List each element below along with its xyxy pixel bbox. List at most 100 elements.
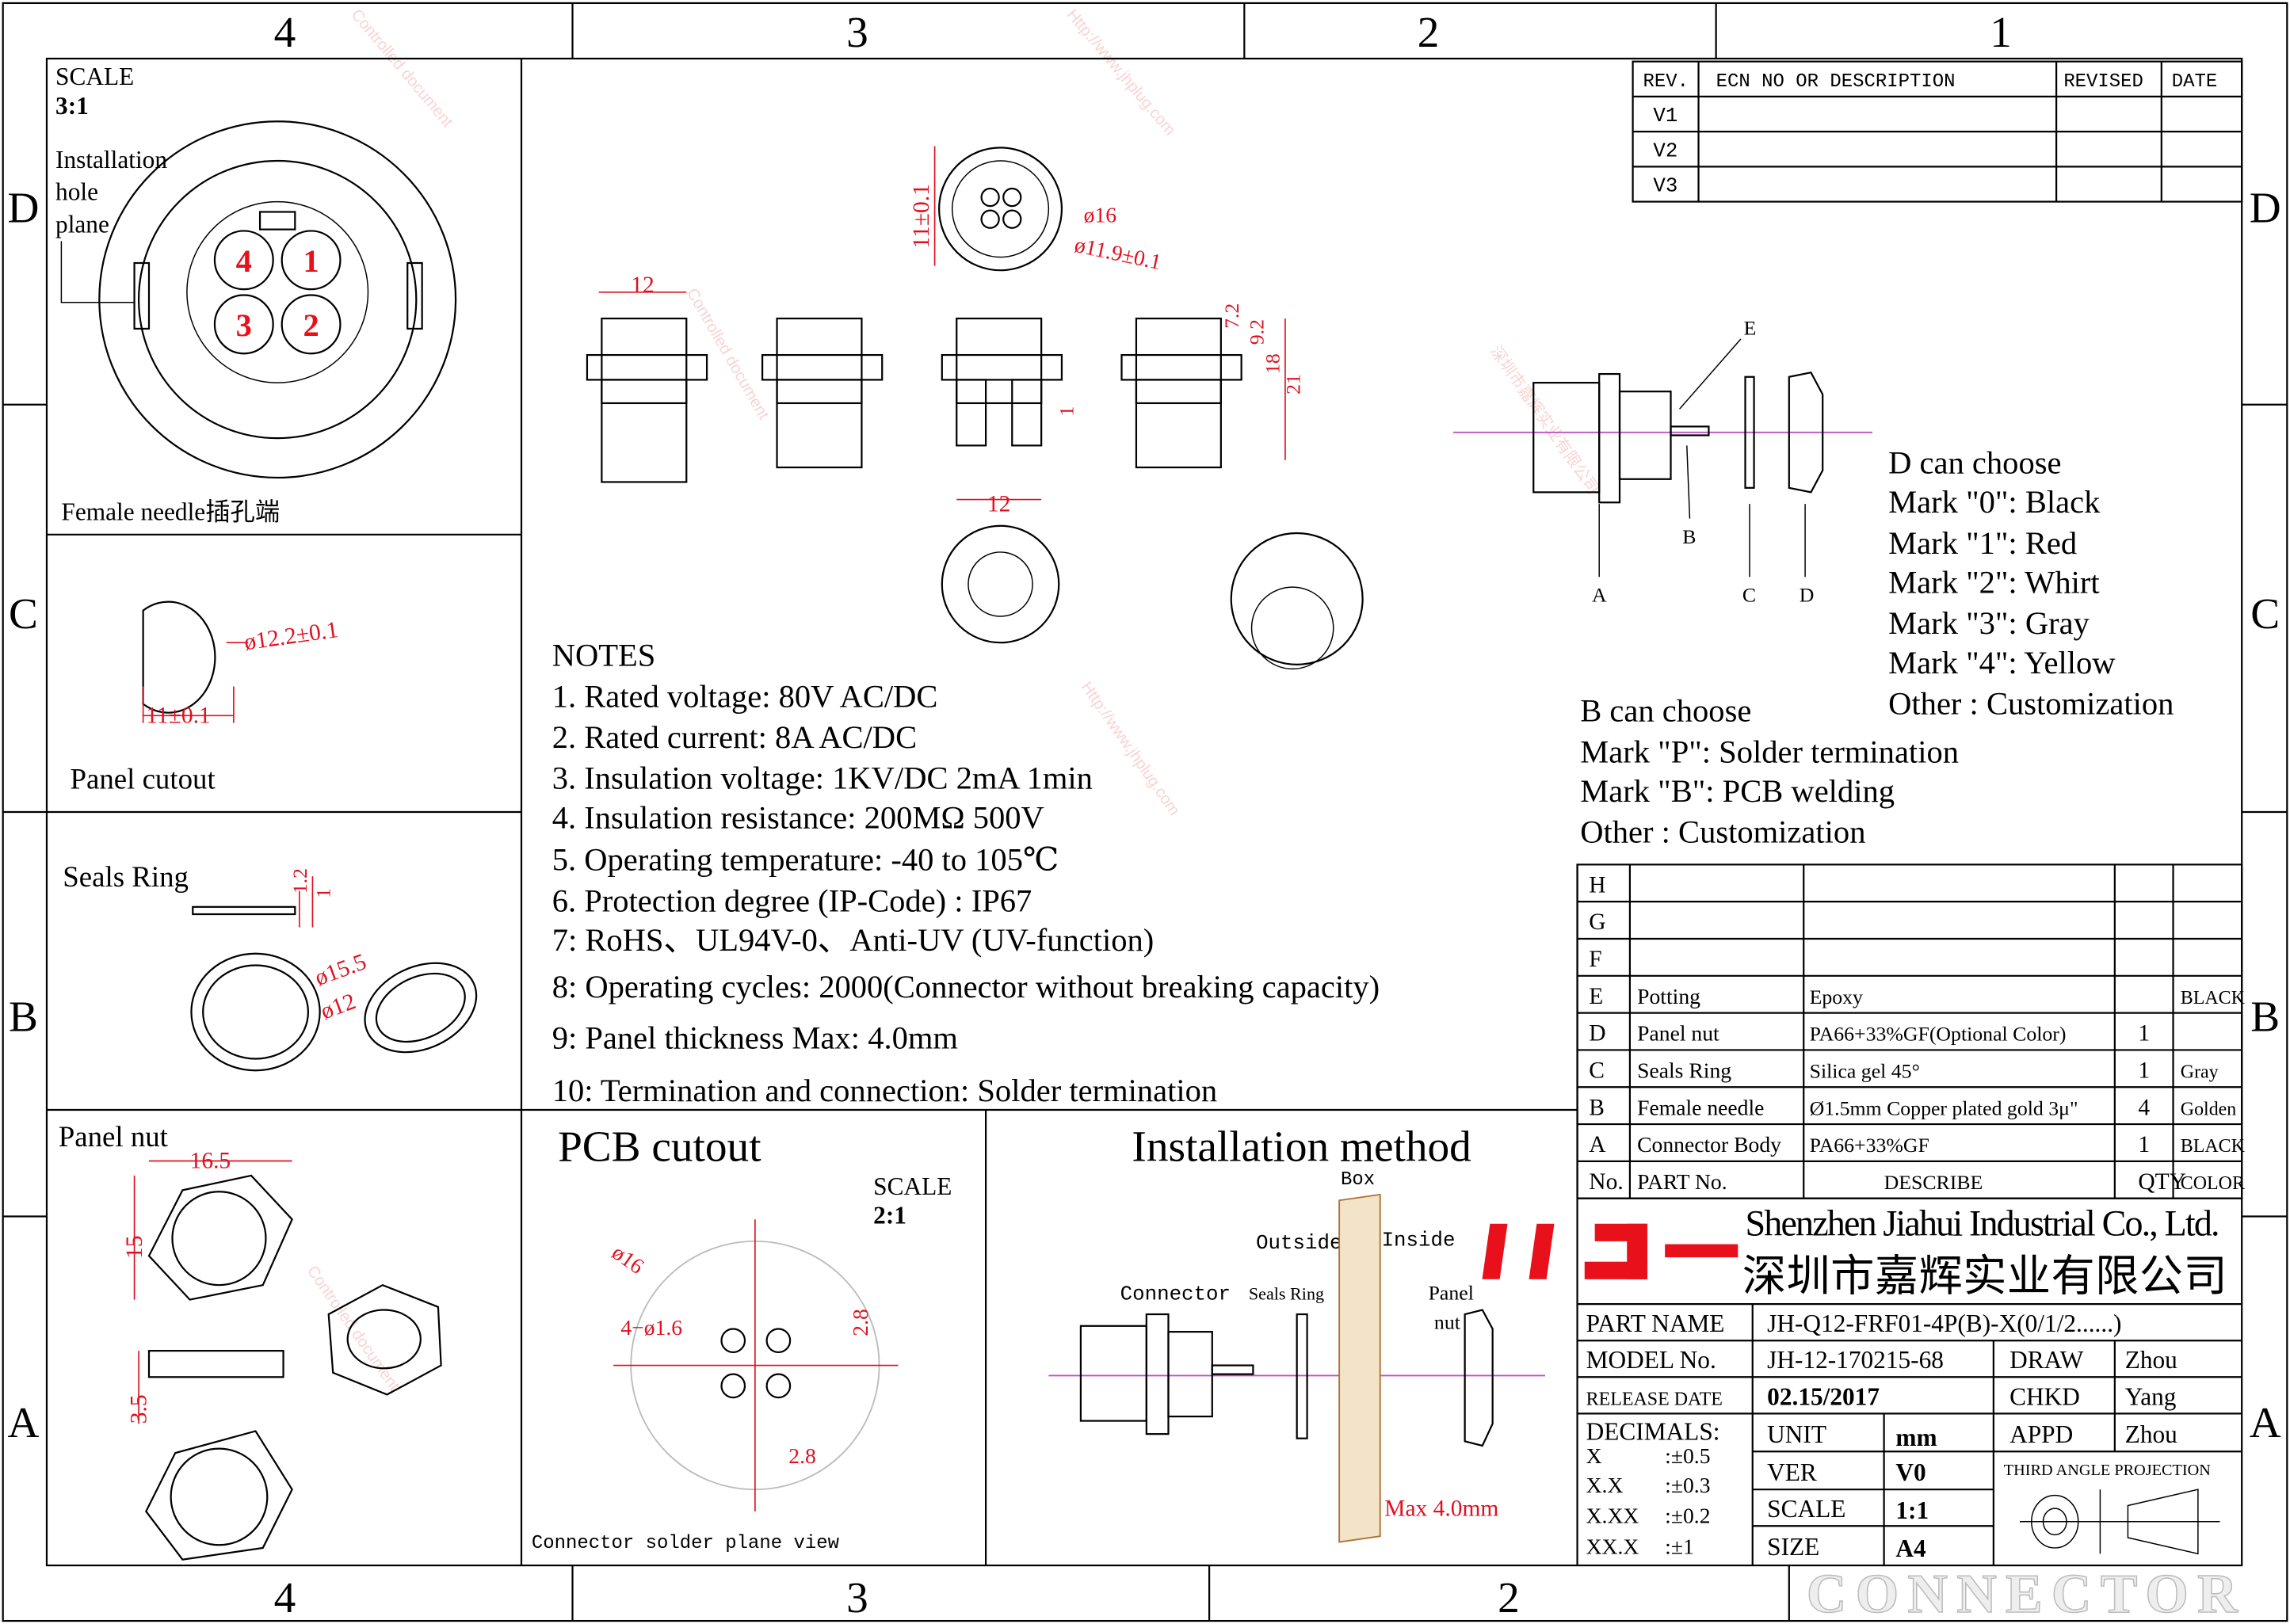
hole-label: hole	[55, 178, 98, 206]
note: 2. Rated current: 8A AC/DC	[552, 719, 917, 755]
dim: 21	[1281, 374, 1304, 395]
bom-cell: A	[1589, 1132, 1606, 1157]
dim-width: 16.5	[190, 1149, 231, 1174]
zone-label: 2	[1498, 1573, 1520, 1622]
rev-cell: V1	[1653, 105, 1677, 128]
zone-label: B	[2250, 992, 2280, 1040]
dim-height: 15	[122, 1236, 147, 1259]
bom-header: QTY	[2138, 1169, 2186, 1195]
section-title: Installation method	[1132, 1123, 1471, 1171]
view-caption: Panel nut	[59, 1120, 169, 1153]
part-name: JH-Q12-FRF01-4P(B)-X(0/1/2......)	[1767, 1309, 2121, 1337]
d-option: Other : Customization	[1888, 686, 2174, 722]
label: Connector	[1120, 1283, 1231, 1306]
dim: 18	[1261, 353, 1284, 374]
sheet-size: A4	[1895, 1534, 1926, 1562]
b-option: Other : Customization	[1580, 814, 1865, 850]
b-option: Mark "P": Solder termination	[1580, 734, 1959, 769]
tolerance-value: :±0.2	[1665, 1504, 1710, 1528]
tolerance-value: :±0.5	[1665, 1443, 1710, 1468]
bom-cell: Golden	[2181, 1099, 2237, 1119]
note: 4. Insulation resistance: 200MΩ 500V	[552, 799, 1044, 835]
scale-value: 2:1	[873, 1202, 906, 1229]
label: Box	[1341, 1169, 1375, 1191]
callout-label: D	[1800, 584, 1815, 607]
third-angle-projection-icon	[2020, 1489, 2220, 1555]
zone-label: A	[8, 1398, 40, 1447]
bom-cell: BLACK	[2181, 1136, 2246, 1157]
label: MODEL No.	[1586, 1346, 1716, 1374]
scale: 1:1	[1895, 1496, 1929, 1524]
rev-header: ECN NO OR DESCRIPTION	[1716, 71, 1956, 93]
label: SCALE	[1767, 1495, 1845, 1523]
pin-label: 1	[303, 243, 319, 279]
version: V0	[1895, 1458, 1926, 1486]
note: 3. Insulation voltage: 1KV/DC 2mA 1min	[552, 761, 1093, 796]
bom-header: PART No.	[1637, 1169, 1727, 1194]
company-name-en: Shenzhen Jiahui Industrial Co., Ltd.	[1746, 1203, 2220, 1244]
d-choose-title: D can choose	[1888, 444, 2061, 480]
tolerance-label: X.XX	[1586, 1504, 1639, 1528]
dim: 1	[1055, 406, 1078, 417]
company-logo	[1482, 1223, 1738, 1279]
bom-cell: Gray	[2181, 1062, 2219, 1082]
seals-ring-view: Seals Ring 1.2 1 ø15.5 ø12	[63, 860, 478, 1072]
label: UNIT	[1767, 1420, 1826, 1448]
label: CHKD	[2009, 1382, 2080, 1410]
dim-thickness: 1.2	[288, 868, 311, 894]
callout-label: B	[1682, 525, 1696, 548]
bom-cell: H	[1589, 872, 1605, 898]
connector-logo: CONNECTOR	[1807, 1564, 2238, 1624]
b-option: Mark "B": PCB welding	[1580, 773, 1895, 809]
pin-label: 4	[236, 243, 252, 279]
dim-thickness: 3.5	[126, 1394, 151, 1424]
label: Panel	[1429, 1282, 1474, 1305]
pin-label: 2	[303, 307, 319, 343]
dim-width: 12	[987, 491, 1010, 517]
hole-label: plane	[55, 210, 109, 238]
zone-label: 3	[846, 8, 868, 56]
bom-cell: PA66+33%GF(Optional Color)	[1810, 1023, 2067, 1046]
d-option: Mark "3": Gray	[1888, 605, 2090, 641]
rev-cell: V3	[1653, 175, 1677, 198]
unit: mm	[1895, 1424, 1937, 1451]
zone-label: A	[2250, 1398, 2281, 1447]
zone-label: 2	[1418, 8, 1440, 56]
bom-cell: Connector Body	[1637, 1132, 1781, 1157]
note: 1. Rated voltage: 80V AC/DC	[552, 678, 938, 714]
dim: 7.2	[1220, 303, 1243, 329]
pin-label: 3	[236, 307, 252, 343]
rev-cell: V2	[1653, 139, 1677, 162]
pcb-cutout-view: PCB cutout SCALE 2:1 ø16 4−ø1.6 2.8 2.8 …	[532, 1123, 952, 1554]
callout-label: C	[1742, 584, 1756, 607]
b-choose-title: B can choose	[1580, 693, 1751, 729]
company-name-cn: 深圳市嘉辉实业有限公司	[1742, 1252, 2227, 1301]
label: SIZE	[1767, 1533, 1819, 1561]
bom-cell: PA66+33%GF	[1810, 1134, 1929, 1157]
option-lists: D can choose Mark "0": Black Mark "1": R…	[1580, 444, 2174, 849]
approved-by: Zhou	[2125, 1420, 2177, 1448]
view-caption: Connector solder plane view	[532, 1533, 840, 1554]
label: VER	[1767, 1458, 1817, 1486]
section-title: PCB cutout	[558, 1123, 761, 1171]
bom-header: DESCRIBE	[1884, 1171, 1983, 1194]
note: 5. Operating temperature: -40 to 105℃	[552, 842, 1059, 878]
female-face-view: SCALE 3:1 Installation hole plane 4 1 3 …	[55, 63, 457, 525]
dim-holes: 4−ø1.6	[620, 1315, 682, 1340]
zone-label: 1	[1990, 8, 2012, 56]
note: 10: Termination and connection: Solder t…	[552, 1073, 1218, 1108]
note: 9: Panel thickness Max: 4.0mm	[552, 1020, 958, 1056]
installation-view: Installation method Box Outside Inside C…	[1048, 1123, 1546, 1543]
revision-table: REV. ECN NO OR DESCRIPTION REVISED DATE …	[1632, 60, 2243, 203]
dim-width: 11±0.1	[146, 703, 210, 729]
note: 6. Protection degree (IP-Code) : IP67	[552, 883, 1032, 918]
bom-cell: F	[1589, 947, 1601, 972]
d-option: Mark "0": Black	[1888, 484, 2101, 520]
callout-label: A	[1592, 584, 1607, 607]
notes: NOTES 1. Rated voltage: 80V AC/DC 2. Rat…	[552, 638, 1380, 1108]
bom-cell: Silica gel 45°	[1810, 1059, 1920, 1082]
label: DECIMALS:	[1586, 1418, 1720, 1446]
